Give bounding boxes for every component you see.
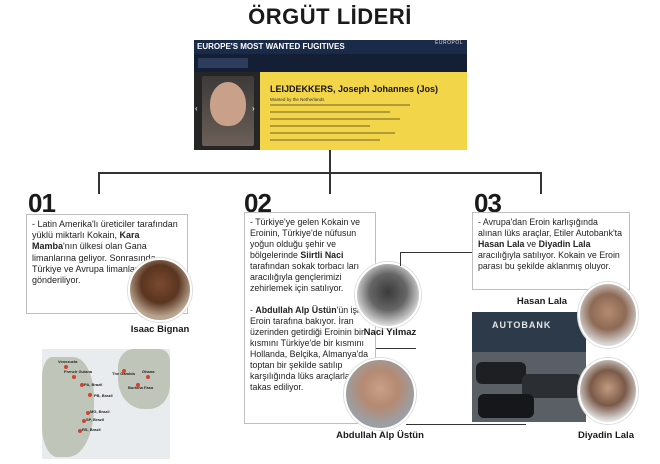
- person-caption: Isaac Bignan: [130, 324, 190, 335]
- arrow-left-icon[interactable]: ‹: [195, 104, 198, 113]
- section-number-3: 03: [474, 188, 502, 218]
- isaac-bignan-photo: [128, 258, 192, 322]
- autobank-street-photo: AUTOBANK: [472, 312, 586, 422]
- connector-line: [400, 252, 472, 253]
- info-line: [270, 104, 410, 106]
- connector-line: [400, 252, 401, 266]
- person-caption: Abdullah Alp Üstün: [336, 430, 424, 441]
- europol-header: EUROPE'S MOST WANTED FUGITIVES: [194, 40, 467, 54]
- leader-face: [210, 82, 246, 126]
- info-line: [270, 139, 380, 141]
- info-line: [270, 132, 395, 134]
- connector-line: [98, 172, 100, 194]
- connector-line: [406, 424, 526, 425]
- section-3-text: - Avrupa'dan Eroin karlışığında alınan l…: [472, 212, 630, 290]
- page-title: ÖRGÜT LİDERİ: [248, 4, 412, 29]
- section-number-2: 02: [244, 188, 272, 218]
- connector-line: [376, 348, 416, 349]
- map-land-africa: [118, 349, 170, 409]
- info-line: [270, 118, 400, 120]
- europol-nav-bar: [194, 54, 467, 72]
- arrow-right-icon[interactable]: ›: [252, 104, 255, 113]
- europol-logo: EUROPOL: [435, 40, 463, 46]
- connector-line: [329, 172, 331, 194]
- europol-wanted-banner: EUROPE'S MOST WANTED FUGITIVES EUROPOL ‹…: [194, 40, 467, 150]
- person-caption: Hasan Lala: [516, 296, 568, 307]
- section-number-1: 01: [28, 188, 56, 218]
- fugitive-subtitle: Wanted by the Netherlands: [270, 97, 325, 102]
- info-line: [270, 111, 390, 113]
- autobank-sign: AUTOBANK: [492, 320, 552, 330]
- naci-yilmaz-photo: [355, 262, 421, 328]
- person-caption: Naci Yılmaz: [363, 327, 417, 338]
- hasan-lala-photo: [578, 282, 638, 348]
- map-land-south-america: [42, 357, 94, 457]
- search-input[interactable]: [198, 58, 248, 68]
- fugitive-name: LEIJDEKKERS, Joseph Johannes (Jos): [270, 84, 439, 94]
- connector-line: [540, 172, 542, 194]
- person-caption: Diyadin Lala: [578, 430, 634, 441]
- abdullah-alp-ustun-photo: [344, 358, 416, 430]
- connector-line: [329, 150, 331, 172]
- trafficking-route-map: Venezuela French Guiana PA, Brazil The G…: [42, 349, 170, 459]
- diyadin-lala-photo: [578, 358, 638, 424]
- info-line: [270, 125, 370, 127]
- connector-line: [98, 172, 542, 174]
